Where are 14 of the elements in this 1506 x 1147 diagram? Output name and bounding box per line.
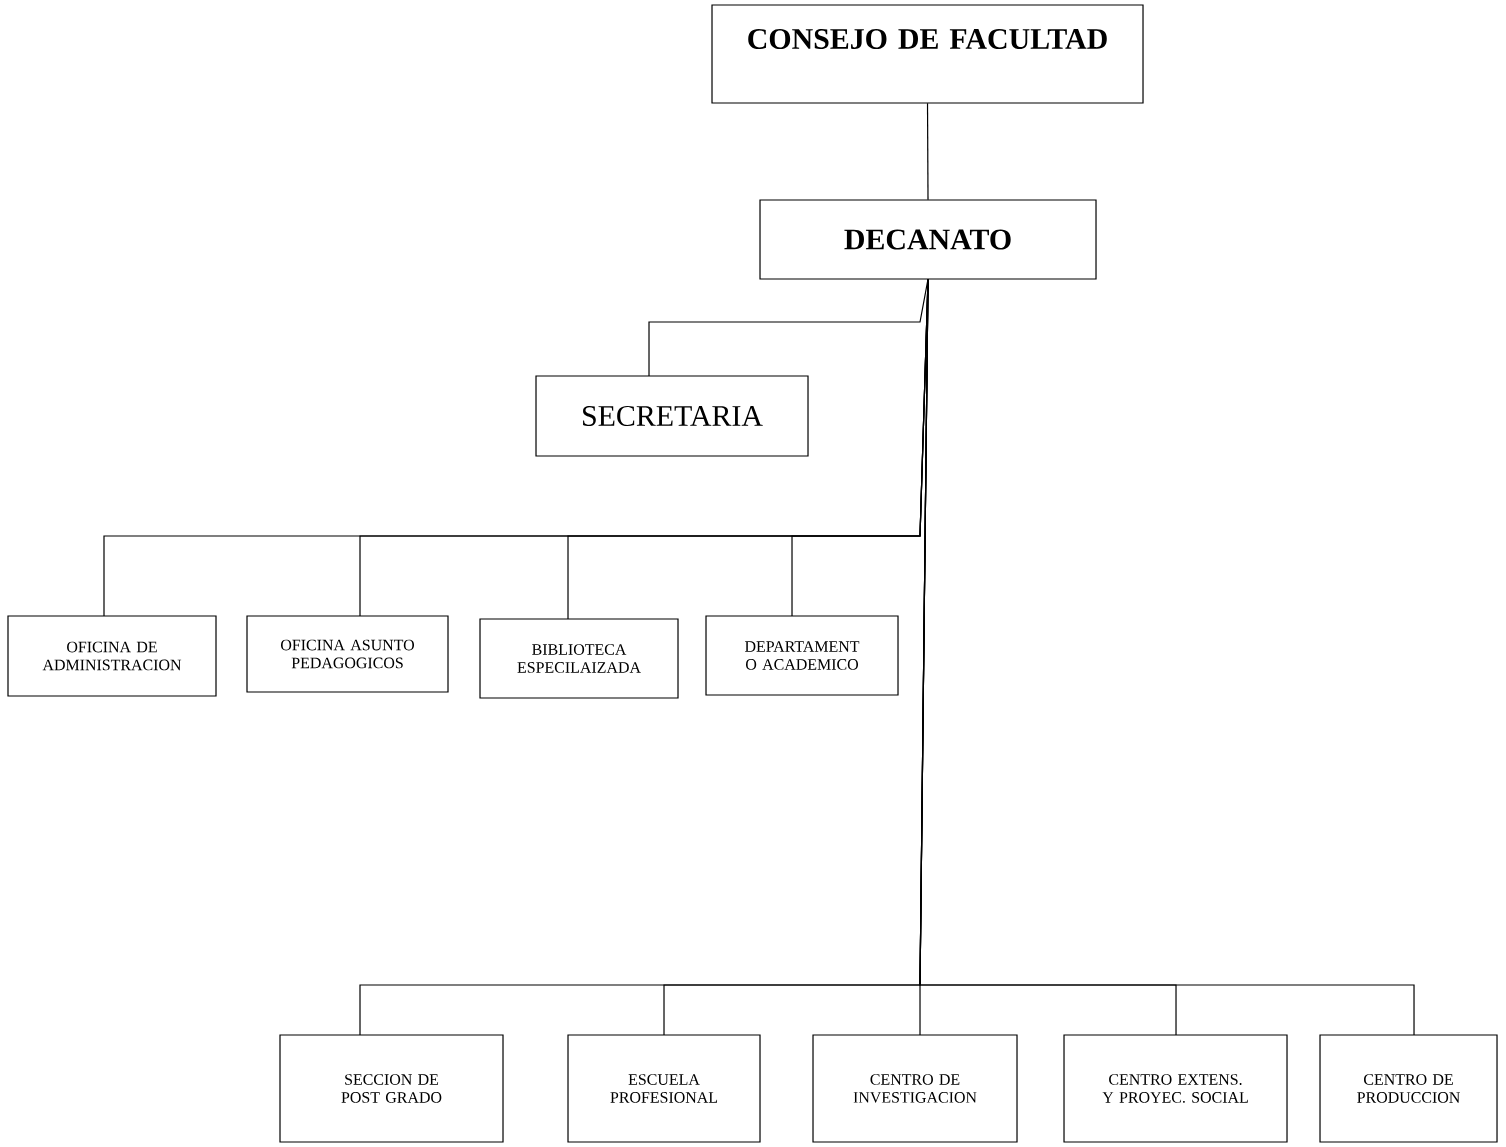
org-box: OFICINA DE ADMINISTRACION <box>7 615 217 697</box>
org-box: SECCION DE POST GRADO <box>279 1034 504 1143</box>
org-box: BIBLIOTECA ESPECILAIZADA <box>479 618 679 699</box>
org-box: CENTRO DE PRODUCCION <box>1319 1034 1498 1143</box>
org-box: ESCUELA PROFESIONAL <box>567 1034 761 1143</box>
org-box: CENTRO EXTENS. Y PROYEC. SOCIAL <box>1063 1034 1288 1143</box>
connector-line <box>919 278 1415 1036</box>
org-box: DEPARTAMENT O ACADEMICO <box>705 615 899 696</box>
org-box: CONSEJO DE FACULTAD <box>711 4 1144 104</box>
org-box: OFICINA ASUNTO PEDAGOGICOS <box>246 615 449 693</box>
org-box: SECRETARIA <box>535 375 809 457</box>
org-box: DECANATO <box>759 199 1097 280</box>
org-box: CENTRO DE INVESTIGACION <box>812 1034 1018 1143</box>
connector-line <box>926 102 929 201</box>
